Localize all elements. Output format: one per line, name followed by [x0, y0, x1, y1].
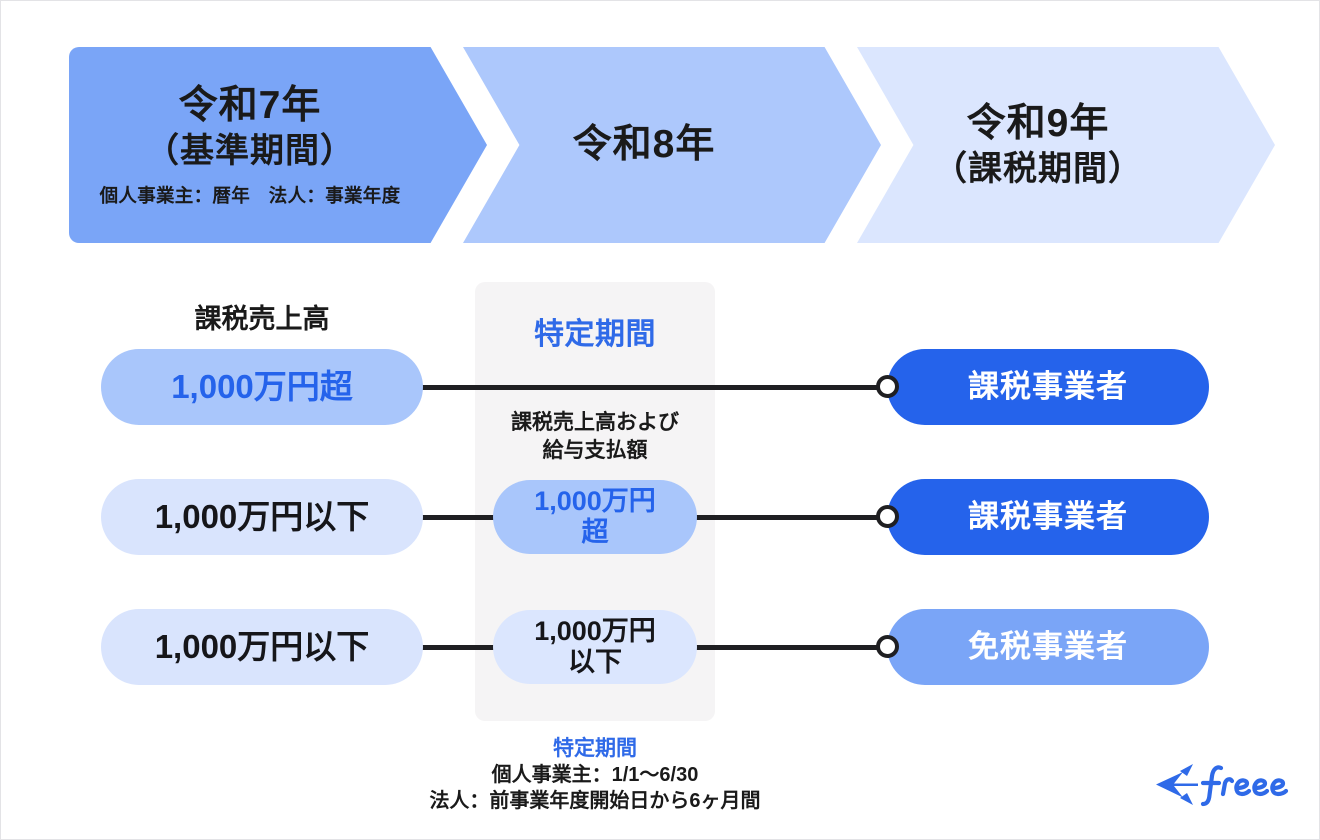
- chevron-note: 個人事業主：暦年 法人：事業年度: [99, 185, 401, 207]
- specified-period-subtitle: 課税売上高および 給与支払額: [465, 409, 725, 464]
- right-pill-row2: 課税事業者: [887, 479, 1209, 555]
- left-pill-row3: 1,000万円以下: [101, 609, 423, 685]
- chevron-title: 令和8年: [572, 122, 716, 166]
- specified-period-subtitle-line1: 課税売上高および: [511, 411, 679, 434]
- middle-pill-row3-text: 1,000万円 以下: [534, 616, 656, 679]
- freee-bird-icon: [1156, 764, 1198, 805]
- middle-pill-row3-line1: 1,000万円: [534, 615, 656, 646]
- timeline-chevron-reiwa-9: 令和9年 （課税期間）: [857, 47, 1275, 243]
- connector-dot-row3: [876, 635, 899, 658]
- chevron-subtitle: （課税期間）: [933, 149, 1143, 188]
- connector-line-row2-right: [687, 515, 891, 520]
- middle-pill-row2: 1,000万円 超: [493, 480, 697, 554]
- timeline-chevron-reiwa-8: 令和8年: [463, 47, 881, 243]
- taxable-sales-label: 課税売上高: [194, 304, 330, 334]
- left-pill-row2: 1,000万円以下: [101, 479, 423, 555]
- connector-line-row3-left: [419, 645, 503, 650]
- connector-line-row1: [419, 385, 891, 390]
- chevron-content: 令和9年 （課税期間）: [933, 101, 1143, 189]
- chevron-title: 令和7年: [178, 84, 322, 128]
- chevron-content: 令和8年: [573, 122, 716, 168]
- connector-line-row2-left: [419, 515, 503, 520]
- connector-line-row3-right: [687, 645, 891, 650]
- timeline-chevron-reiwa-7: 令和7年 （基準期間） 個人事業主：暦年 法人：事業年度: [69, 47, 487, 243]
- footnote-title: 特定期間: [553, 737, 637, 760]
- freee-logo: [1153, 758, 1293, 810]
- right-pill-row3: 免税事業者: [887, 609, 1209, 685]
- middle-pill-row2-text: 1,000万円 超: [534, 486, 656, 549]
- middle-pill-row2-line2: 超: [581, 517, 609, 547]
- middle-pill-row3-line2: 以下: [567, 647, 622, 677]
- chevron-subtitle: （基準期間）: [145, 132, 355, 171]
- freee-wordmark: [1200, 765, 1289, 807]
- footnote: 特定期間 個人事業主：1/1〜6/30 法人：前事業年度開始日から6ヶ月間: [395, 735, 795, 814]
- left-pill-row1: 1,000万円超: [101, 349, 423, 425]
- specified-period-heading: 特定期間: [534, 318, 656, 351]
- footnote-line-1: 個人事業主：1/1〜6/30: [491, 764, 699, 787]
- chevron-content: 令和7年 （基準期間） 個人事業主：暦年 法人：事業年度: [100, 83, 401, 207]
- footnote-line-2: 法人：前事業年度開始日から6ヶ月間: [429, 790, 761, 813]
- middle-pill-row2-line1: 1,000万円: [534, 485, 656, 516]
- connector-dot-row1: [876, 375, 899, 398]
- chevron-title: 令和9年: [966, 101, 1110, 145]
- freee-logo-svg: [1156, 764, 1289, 807]
- specified-period-subtitle-line2: 給与支払額: [542, 438, 648, 462]
- right-pill-row1: 課税事業者: [887, 349, 1209, 425]
- connector-dot-row2: [876, 505, 899, 528]
- middle-pill-row3: 1,000万円 以下: [493, 610, 697, 684]
